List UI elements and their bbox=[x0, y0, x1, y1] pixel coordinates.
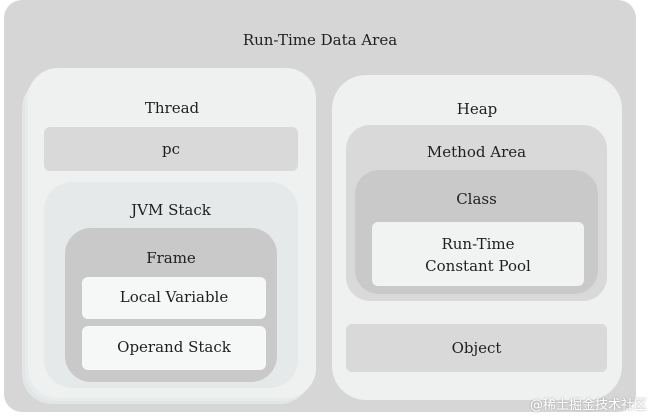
heap-title: Heap bbox=[456, 100, 498, 118]
local-variable-label: Local Variable bbox=[119, 288, 229, 306]
thread-title: Thread bbox=[144, 99, 200, 117]
operand-stack-box: Operand Stack bbox=[82, 326, 266, 370]
object-label: Object bbox=[451, 339, 502, 357]
object-box: Object bbox=[346, 324, 607, 372]
frame-title: Frame bbox=[146, 249, 196, 267]
watermark-text: @稀土掘金技术社区 bbox=[529, 398, 647, 413]
pc-register-box: pc bbox=[44, 127, 298, 171]
class-title: Class bbox=[456, 190, 497, 208]
runtime-constant-pool-box: Run-Time Constant Pool bbox=[372, 222, 584, 286]
pc-label: pc bbox=[161, 140, 180, 158]
operand-stack-label: Operand Stack bbox=[117, 338, 231, 356]
local-variable-box: Local Variable bbox=[82, 277, 266, 319]
jvm-stack-title: JVM Stack bbox=[131, 201, 211, 219]
method-area-title: Method Area bbox=[426, 143, 527, 161]
runtime-data-area-title: Run-Time Data Area bbox=[242, 31, 398, 49]
runtime-constant-pool-label: Run-Time Constant Pool bbox=[425, 235, 531, 275]
